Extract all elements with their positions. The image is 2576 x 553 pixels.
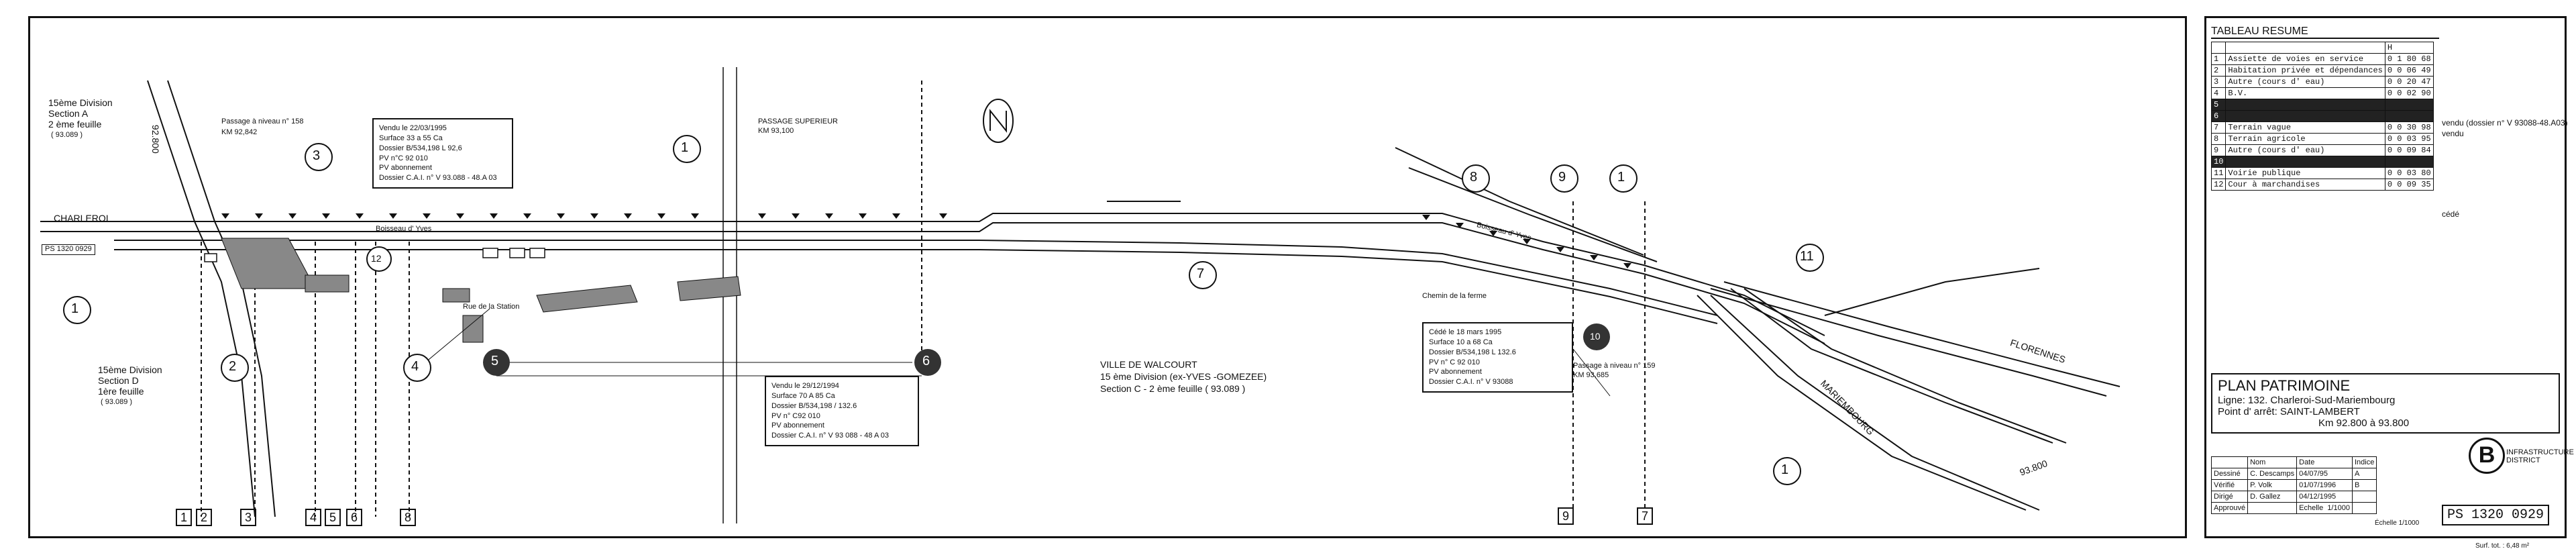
circle-label: 2	[229, 359, 237, 374]
summary-row: 5	[2210, 99, 2434, 111]
section-d-line: ( 93.089 )	[101, 398, 133, 406]
section-a-line: Section A	[48, 108, 89, 119]
circle-label: 1	[681, 140, 689, 155]
section-a-line: 2 ème feuille	[48, 119, 102, 130]
crossing-sup: PASSAGE SUPERIEUR	[758, 117, 838, 125]
circle-label: 8	[1470, 170, 1478, 185]
section-a-line: ( 93.089 )	[51, 131, 83, 139]
ps-label: PS 1320 0929	[42, 244, 95, 255]
side-label: Rue de la Station	[463, 303, 520, 311]
circle-label: 4	[411, 359, 419, 374]
section-d-line: 1ère feuille	[98, 386, 144, 397]
ref-box: 1	[176, 509, 192, 526]
summary-note: vendu (dossier n° V 93088-48.A03)	[2442, 118, 2568, 128]
crossing-159: Passage à niveau n° 159	[1573, 362, 1656, 370]
summary-note: cédé	[2442, 209, 2460, 219]
km-left: 92.800	[150, 124, 161, 154]
dark-circle-label: 10	[1590, 331, 1601, 342]
place-charleroi: CHARLEROI	[54, 213, 109, 223]
ref-box: 7	[1637, 507, 1653, 525]
circle-label: 1	[1781, 462, 1789, 477]
railway-plan	[40, 67, 2121, 523]
crossing-sup-km: KM 93,100	[758, 127, 794, 135]
plan-code: PS 1320 0929	[2442, 505, 2550, 525]
dark-circle-label: 5	[491, 354, 499, 368]
plan-km: Km 92.800 à 93.800	[2318, 417, 2410, 429]
circle-label: 1	[71, 301, 79, 316]
cartouche-header: PLAN PATRIMOINE Ligne: 132. Charleroi-Su…	[2211, 373, 2560, 434]
ref-box: 2	[196, 509, 212, 526]
crossing-158-km: KM 92,842	[221, 128, 258, 136]
section-a-line: 15ème Division	[48, 97, 113, 108]
summary-note: vendu	[2442, 129, 2464, 138]
dark-circle-label: 6	[922, 354, 930, 368]
circle-label: 9	[1558, 170, 1566, 185]
circle-label: 1	[1617, 170, 1625, 185]
circle-markers	[63, 135, 1824, 485]
summary-row: 10	[2210, 156, 2434, 168]
summary-row: 6	[2210, 110, 2434, 122]
circle-label: 11	[1800, 249, 1814, 264]
sidebar-frame	[2204, 16, 2567, 538]
circle-label: 3	[313, 148, 321, 163]
plan-stop: Point d' arrêt: SAINT-LAMBERT	[2218, 406, 2360, 417]
district-label: INFRASTRUCTURE DISTRICT	[2506, 448, 2574, 464]
circle-label: 12	[371, 253, 382, 264]
ref-box: 6	[346, 509, 362, 526]
plan-scale: Échelle 1/1000	[2375, 519, 2420, 527]
summary-title: TABLEAU RESUME	[2211, 26, 2439, 39]
side-label: Boisseau d' Yves	[376, 225, 432, 233]
ref-box: 3	[240, 509, 256, 526]
drawing-frame	[28, 16, 2187, 538]
side-label: Chemin de la ferme	[1422, 292, 1487, 300]
plan-line: Ligne: 132. Charleroi-Sud-Mariembourg	[2218, 395, 2396, 406]
center-title: Section C - 2 ème feuille ( 93.089 )	[1100, 383, 1246, 394]
section-d-line: Section D	[98, 375, 139, 386]
ref-box: 9	[1558, 507, 1574, 525]
circle-label: 7	[1197, 266, 1205, 281]
crossing-158: Passage à niveau n° 158	[221, 117, 304, 125]
center-title: VILLE DE WALCOURT	[1100, 359, 1197, 370]
center-title: 15 ème Division (ex-YVES -GOMEZEE)	[1100, 371, 1267, 382]
crossing-159-km: KM 93,685	[1573, 371, 1609, 379]
plan-title: PLAN PATRIMOINE	[2218, 377, 2351, 394]
sncb-logo: B	[2469, 438, 2505, 474]
section-d-line: 15ème Division	[98, 364, 162, 375]
plan-footer: Surf. tot. : 6,48 m²	[2475, 542, 2530, 550]
ref-box: 5	[325, 509, 341, 526]
ref-box: 8	[400, 509, 416, 526]
ref-box: 4	[305, 509, 321, 526]
